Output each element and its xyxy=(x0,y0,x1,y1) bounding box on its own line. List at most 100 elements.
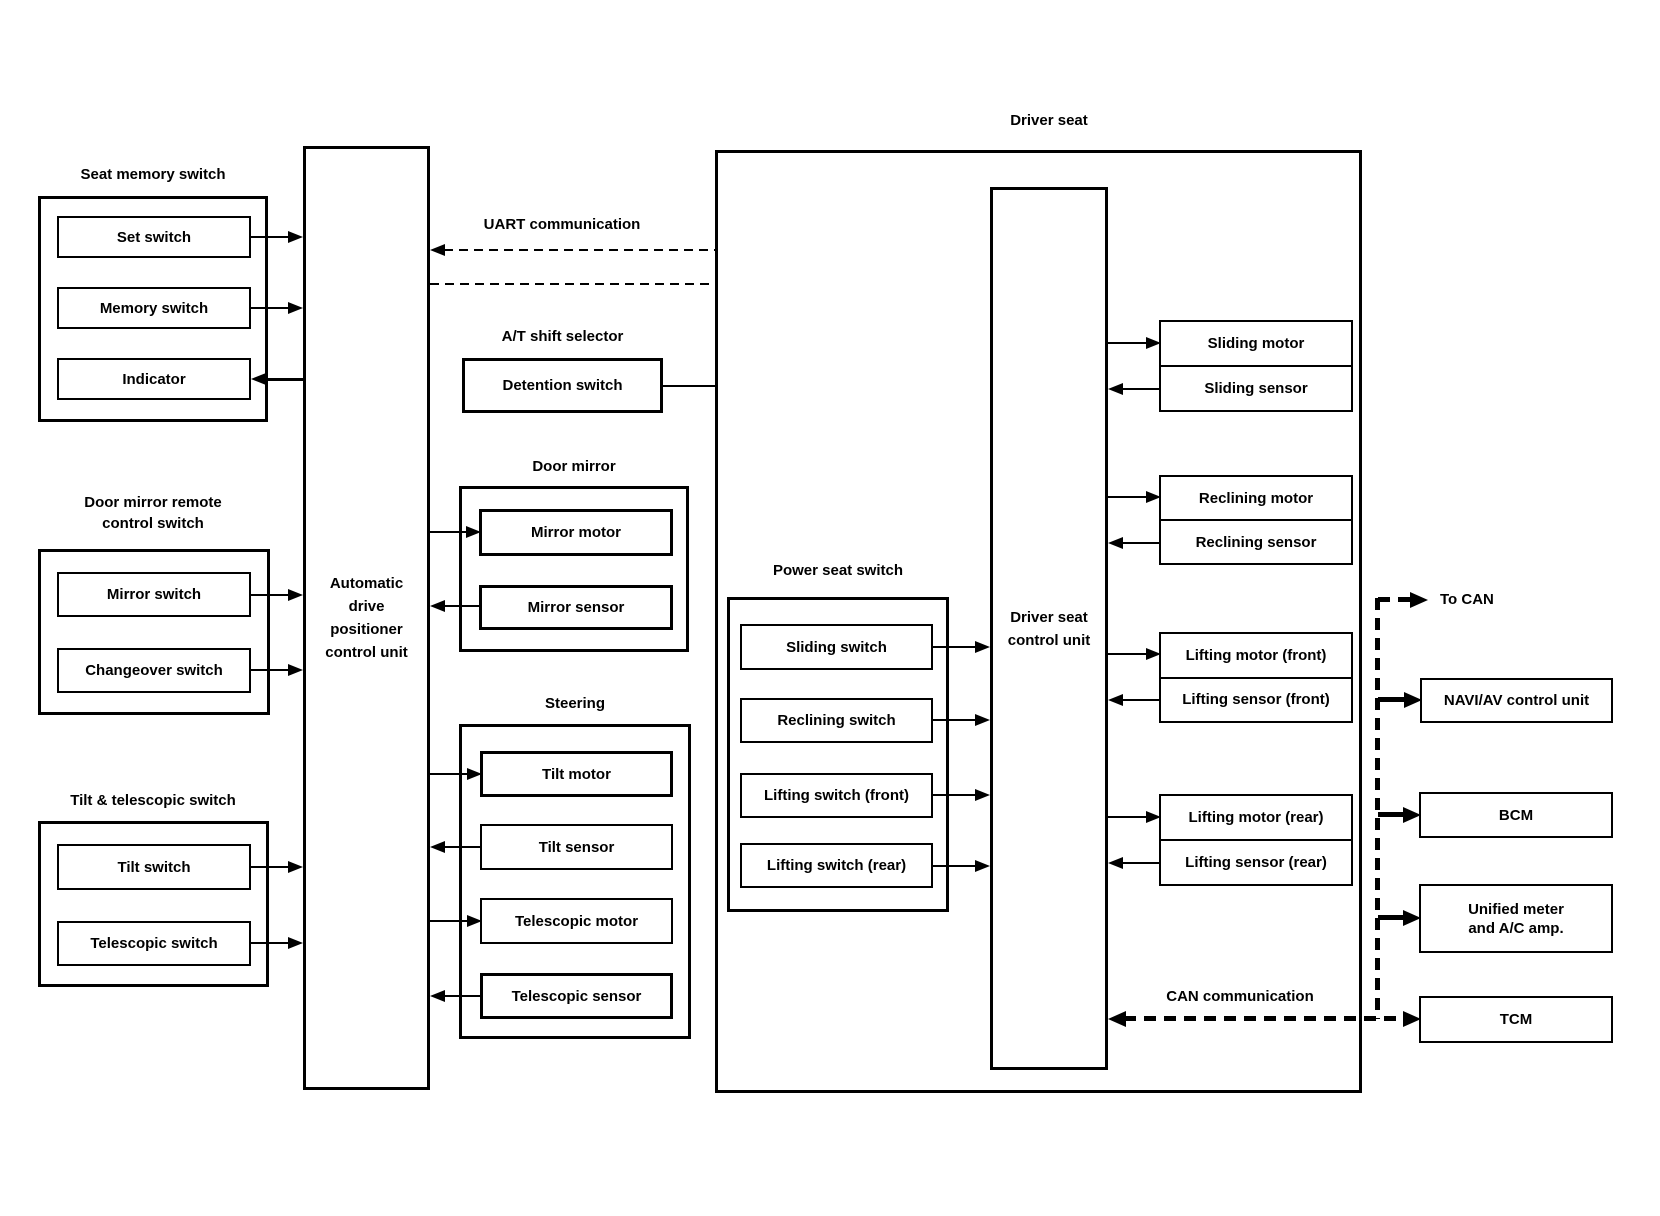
tilt-sensor-arrowhead xyxy=(430,841,445,853)
lifting-rear-motor-sensor-box: Lifting motor (rear) Lifting sensor (rea… xyxy=(1159,794,1353,886)
uart-to-adp-arrowhead xyxy=(430,244,445,256)
sliding-motor-sensor-box: Sliding motor Sliding sensor xyxy=(1159,320,1353,412)
mirror-motor-line xyxy=(430,531,466,533)
sliding-motor-arrowhead xyxy=(1146,337,1161,349)
mirror-motor-arrowhead xyxy=(466,526,481,538)
tilt-sensor-line xyxy=(444,846,482,848)
telescopic-motor-box: Telescopic motor xyxy=(480,898,673,944)
bcm-branch-arrowhead xyxy=(1403,807,1421,823)
sliding-switch-arrowhead xyxy=(975,641,990,653)
set-switch-arrowhead xyxy=(288,231,303,243)
indicator-arrowhead xyxy=(251,373,266,385)
can-communication-line xyxy=(1124,1016,1406,1021)
lifting-sensor-front-arrowhead xyxy=(1108,694,1123,706)
changeover-switch-arrowhead xyxy=(288,664,303,676)
reclining-sensor-line xyxy=(1122,542,1161,544)
telescopic-switch-arrowhead xyxy=(288,937,303,949)
sliding-sensor-arrowhead xyxy=(1108,383,1123,395)
reclining-switch-box: Reclining switch xyxy=(740,698,933,743)
tilt-motor-box: Tilt motor xyxy=(480,751,673,797)
tilt-motor-line xyxy=(430,773,467,775)
lifting-sensor-rear-arrowhead xyxy=(1108,857,1123,869)
mirror-sensor-line xyxy=(444,605,481,607)
lifting-motor-rear-arrowhead xyxy=(1146,811,1161,823)
reclining-motor-cell: Reclining motor xyxy=(1161,477,1351,521)
telescopic-sensor-box: Telescopic sensor xyxy=(480,973,673,1019)
lifting-switch-rear-arrowhead xyxy=(975,860,990,872)
at-shift-selector-label: A/T shift selector xyxy=(501,328,624,345)
sliding-switch-line xyxy=(933,646,977,648)
door-mirror-remote-title: Door mirror remote control switch xyxy=(84,494,222,532)
indicator-line xyxy=(264,378,305,381)
reclining-switch-arrowhead xyxy=(975,714,990,726)
driver-seat-title: Driver seat xyxy=(1010,112,1088,129)
lifting-switch-front-box: Lifting switch (front) xyxy=(740,773,933,818)
navi-av-control-unit-box: NAVI/AV control unit xyxy=(1420,678,1613,723)
sliding-motor-cell: Sliding motor xyxy=(1161,322,1351,367)
to-can-label: To CAN xyxy=(1440,591,1494,608)
lifting-front-motor-sensor-box: Lifting motor (front) Lifting sensor (fr… xyxy=(1159,632,1353,723)
tcm-box: TCM xyxy=(1419,996,1613,1043)
to-can-line xyxy=(1378,597,1410,602)
tilt-motor-arrowhead xyxy=(467,768,482,780)
changeover-switch-line xyxy=(251,669,291,671)
telescopic-switch-line xyxy=(251,942,291,944)
can-communication-label: CAN communication xyxy=(1166,988,1314,1005)
mirror-sensor-box: Mirror sensor xyxy=(479,585,673,630)
reclining-switch-line xyxy=(933,719,977,721)
navi-branch-arrowhead xyxy=(1404,692,1422,708)
seat-memory-switch-title: Seat memory switch xyxy=(80,166,226,183)
indicator-box: Indicator xyxy=(57,358,251,400)
telescopic-switch-box: Telescopic switch xyxy=(57,921,251,966)
tilt-switch-box: Tilt switch xyxy=(57,844,251,890)
lifting-sensor-rear-cell: Lifting sensor (rear) xyxy=(1185,854,1327,871)
mirror-switch-line xyxy=(251,594,291,596)
tilt-sensor-box: Tilt sensor xyxy=(480,824,673,870)
telescopic-motor-line xyxy=(430,920,467,922)
reclining-sensor-cell: Reclining sensor xyxy=(1195,533,1317,551)
lifting-sensor-front-cell: Lifting sensor (front) xyxy=(1182,691,1330,709)
lifting-motor-front-arrowhead xyxy=(1146,648,1161,660)
power-seat-switch-title: Power seat switch xyxy=(772,562,904,579)
set-switch-box: Set switch xyxy=(57,216,251,258)
sliding-motor-line xyxy=(1108,342,1146,344)
mirror-switch-arrowhead xyxy=(288,589,303,601)
lifting-switch-rear-line xyxy=(933,865,977,867)
tilt-switch-arrowhead xyxy=(288,861,303,873)
lifting-sensor-front-line xyxy=(1122,699,1161,701)
tilt-switch-line xyxy=(251,866,291,868)
uart-communication-label: UART communication xyxy=(483,216,641,233)
uart-line-to-dscu xyxy=(430,283,976,285)
sliding-sensor-cell: Sliding sensor xyxy=(1204,380,1308,397)
reclining-motor-line xyxy=(1108,496,1146,498)
lifting-motor-rear-line xyxy=(1108,816,1146,818)
lifting-sensor-rear-line xyxy=(1122,862,1161,864)
lifting-motor-front-cell: Lifting motor (front) xyxy=(1161,634,1351,679)
tilt-telescopic-title: Tilt & telescopic switch xyxy=(70,792,236,809)
can-bus-line xyxy=(1375,598,1380,1019)
driver-seat-control-unit-box: Driver seat control unit xyxy=(990,187,1108,1070)
reclining-motor-sensor-box: Reclining motor Reclining sensor xyxy=(1159,475,1353,565)
unified-meter-box: Unified meter and A/C amp. xyxy=(1419,884,1613,953)
mirror-motor-box: Mirror motor xyxy=(479,509,673,556)
set-switch-line xyxy=(251,236,291,238)
can-to-tcm-arrowhead xyxy=(1403,1011,1421,1027)
steering-title: Steering xyxy=(544,695,605,712)
telescopic-motor-arrowhead xyxy=(467,915,482,927)
memory-switch-box: Memory switch xyxy=(57,287,251,329)
memory-switch-line xyxy=(251,307,291,309)
door-mirror-title: Door mirror xyxy=(532,458,616,475)
adp-control-unit-box: Automatic drive positioner control unit xyxy=(303,146,430,1090)
reclining-motor-arrowhead xyxy=(1146,491,1161,503)
to-can-arrowhead xyxy=(1410,592,1428,608)
mirror-switch-box: Mirror switch xyxy=(57,572,251,617)
lifting-switch-front-line xyxy=(933,794,977,796)
bcm-branch-line xyxy=(1378,812,1405,817)
lifting-switch-front-arrowhead xyxy=(975,789,990,801)
memory-switch-arrowhead xyxy=(288,302,303,314)
lifting-motor-rear-cell: Lifting motor (rear) xyxy=(1161,796,1351,841)
mirror-sensor-arrowhead xyxy=(430,600,445,612)
reclining-sensor-arrowhead xyxy=(1108,537,1123,549)
detention-switch-box: Detention switch xyxy=(462,358,663,413)
